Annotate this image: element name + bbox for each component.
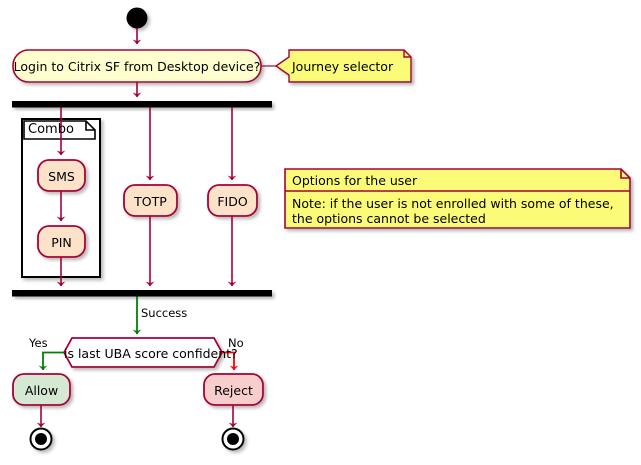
decision-label: is last UBA score confident? — [64, 346, 238, 361]
options-note-title: Options for the user — [292, 173, 418, 188]
end-node-allow — [29, 427, 53, 451]
login-activity-label: Login to Citrix SF from Desktop device? — [13, 59, 261, 74]
allow-activity-label: Allow — [24, 383, 59, 398]
edge-label-no: No — [228, 336, 244, 350]
totp-activity-label: TOTP — [134, 194, 167, 209]
sms-activity-label: SMS — [48, 169, 75, 184]
edge-label-success: Success — [141, 306, 188, 320]
join-bar-bottom — [12, 290, 272, 297]
reject-activity-label: Reject — [214, 383, 253, 398]
options-note-shape — [284, 168, 631, 229]
edge-decision-to-reject — [222, 351, 239, 371]
fido-activity-label: FIDO — [217, 194, 248, 209]
options-note-body-line1: Note: if the user is not enrolled with s… — [292, 196, 614, 211]
journey-selector-note-shape — [274, 49, 412, 83]
edge-label-yes: Yes — [29, 336, 48, 350]
end-node-reject — [221, 427, 245, 451]
edge-decision-to-allow — [38, 351, 64, 371]
pin-activity-label: PIN — [51, 235, 72, 250]
start-node — [126, 7, 148, 29]
fork-bar-top — [12, 101, 272, 108]
partition-combo-label: Combo — [28, 122, 74, 137]
options-note-body-line2: the options cannot be selected — [292, 211, 486, 226]
journey-selector-note-label: Journey selector — [292, 59, 394, 74]
